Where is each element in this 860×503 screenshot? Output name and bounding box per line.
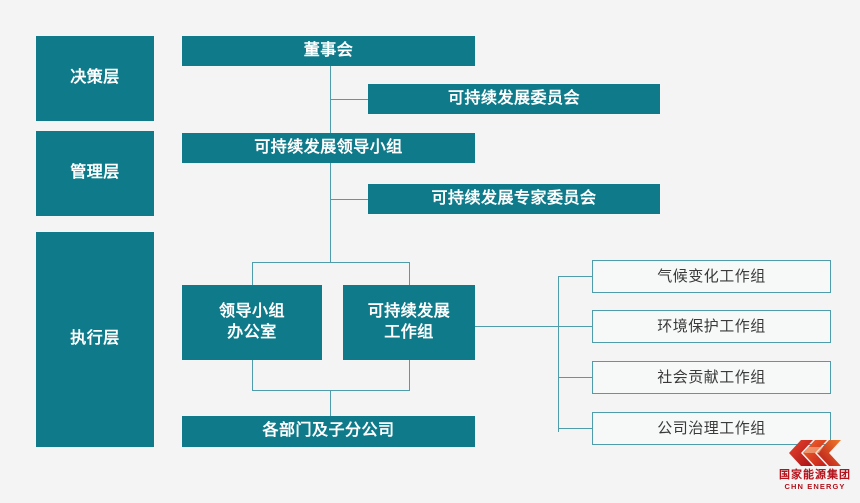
layer-bar-management: 管理层 — [36, 131, 154, 216]
working-group-social[interactable]: 社会贡献工作组 — [592, 361, 831, 394]
working-group-environment[interactable]: 环境保护工作组 — [592, 310, 831, 343]
working-group-governance[interactable]: 公司治理工作组 — [592, 412, 831, 445]
connector-working-group-bus — [558, 276, 559, 432]
connector-working-group-down — [409, 360, 410, 390]
node-sustainability-working-group-line2: 工作组 — [384, 323, 434, 341]
connector-leading-group-trunk — [330, 163, 331, 263]
connector-working-group-to-bus — [475, 326, 559, 327]
layer-bar-execution: 执行层 — [36, 232, 154, 447]
logo-name-cn: 国家能源集团 — [779, 469, 851, 481]
connector-bus-to-governance — [558, 428, 592, 429]
node-leading-group-office[interactable]: 领导小组 办公室 — [182, 285, 322, 360]
node-leading-group[interactable]: 可持续发展领导小组 — [182, 133, 475, 163]
node-leading-group-office-line2: 办公室 — [227, 323, 277, 341]
connector-drop-to-leading-group-office — [252, 262, 253, 285]
node-sustainability-committee[interactable]: 可持续发展委员会 — [368, 84, 660, 114]
node-expert-committee[interactable]: 可持续发展专家委员会 — [368, 184, 660, 214]
connector-drop-to-working-group — [409, 262, 410, 285]
connector-bus-to-environment — [558, 326, 592, 327]
working-group-climate[interactable]: 气候变化工作组 — [592, 260, 831, 293]
logo-name-en: CHN ENERGY — [784, 482, 846, 491]
connector-board-to-committee — [330, 99, 368, 100]
connector-to-departments — [330, 390, 331, 416]
company-logo: 国家能源集团 CHN ENERGY — [772, 438, 858, 500]
node-departments-subsidiaries[interactable]: 各部门及子分公司 — [182, 416, 475, 447]
connector-bus-to-social — [558, 377, 592, 378]
chn-energy-logo-mark — [789, 440, 841, 466]
connector-execution-split-bar — [252, 262, 410, 263]
layer-bar-decision: 决策层 — [36, 36, 154, 121]
node-sustainability-working-group-line1: 可持续发展 — [367, 303, 451, 321]
node-sustainability-working-group[interactable]: 可持续发展 工作组 — [343, 285, 475, 360]
node-board[interactable]: 董事会 — [182, 36, 475, 66]
connector-bus-to-climate — [558, 276, 592, 277]
node-leading-group-office-line1: 领导小组 — [218, 303, 285, 321]
connector-office-down — [252, 360, 253, 390]
connector-leading-group-to-expert-committee — [330, 199, 368, 200]
connector-merge-bar — [252, 390, 410, 391]
